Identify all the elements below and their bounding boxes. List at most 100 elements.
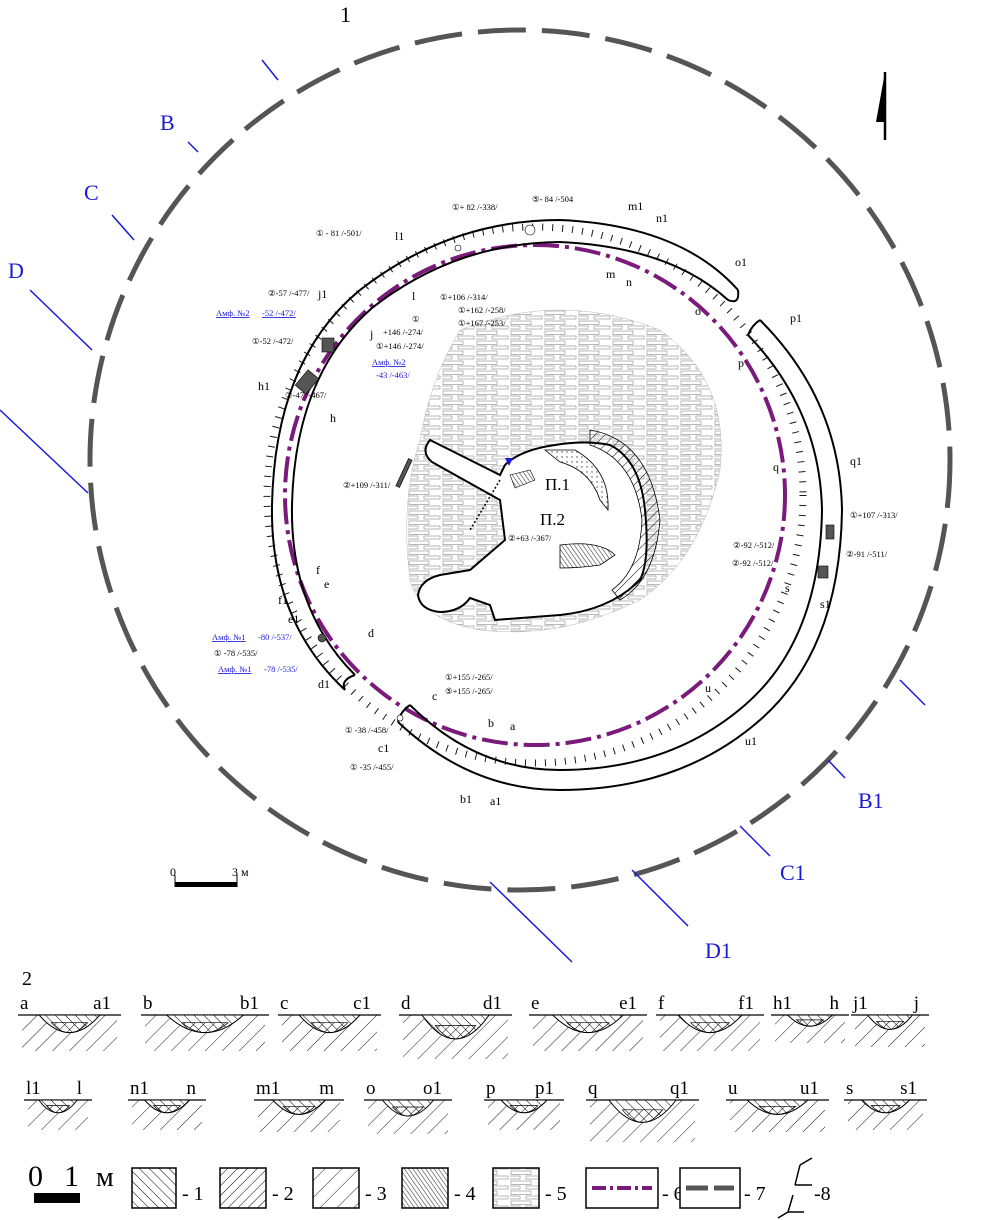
- find-label: ⑤- 84 /-504: [532, 194, 574, 204]
- profile-label-right: f1: [738, 993, 754, 1014]
- profile-label-right: c1: [353, 993, 371, 1014]
- profile-label-left: p: [486, 1078, 496, 1099]
- plan-scale-value: 3 м: [232, 865, 249, 879]
- profile-label-left: m1: [256, 1078, 280, 1099]
- legend-swatch-3: [312, 1167, 360, 1209]
- find-label: Амф. №2: [216, 308, 250, 318]
- mark-n1: n1: [656, 211, 668, 225]
- mark-f: f: [316, 563, 320, 577]
- profile-label-left: j1: [852, 993, 868, 1014]
- profile-label-left: s: [846, 1078, 853, 1099]
- section-label-d: D: [8, 258, 24, 283]
- profile-label-right: q1: [670, 1078, 689, 1099]
- mark-b: b: [488, 716, 494, 730]
- legend-label-2: - 2: [272, 1183, 294, 1205]
- mark-n: n: [626, 275, 632, 289]
- find-label: ① - 81 /-501/: [316, 228, 362, 238]
- find-label: ① -78 /-535/: [214, 648, 258, 658]
- mark-b1: b1: [460, 792, 472, 806]
- dotted-line: [469, 479, 501, 531]
- profile-ditch-core: [50, 1022, 89, 1033]
- ditch-axis-line: [283, 243, 787, 747]
- section-mark-labels: a1 a b1 b c1 c d1 d e1 e f1 f h1 h j1 j …: [258, 199, 862, 808]
- legend-label-7: - 7: [744, 1183, 766, 1205]
- legend-swatch-2: [219, 1167, 267, 1209]
- legend-label-4: - 4: [454, 1183, 476, 1205]
- pit-label-p2: П.2: [540, 510, 565, 529]
- profile-label-right: m: [319, 1078, 334, 1099]
- legend-swatch-5: [492, 1167, 540, 1209]
- find-label: ①: [412, 314, 420, 324]
- profile-label-right: e1: [619, 993, 637, 1014]
- profile-ditch-core: [875, 1020, 905, 1030]
- legend-label-5: - 5: [545, 1183, 567, 1205]
- mark-c1: c1: [378, 741, 389, 755]
- profile-ditch-core: [152, 1105, 182, 1114]
- profile-ditch-core: [391, 1106, 425, 1117]
- mark-c: c: [432, 689, 437, 703]
- legend-swatch-4: [401, 1167, 449, 1209]
- legend-label-6: - 6: [662, 1183, 684, 1205]
- find-markers: [294, 224, 835, 722]
- profile-section: p p1: [484, 1078, 564, 1130]
- find-label: ①-52 /-472/: [252, 336, 294, 346]
- find-label: ①+106 /-314/: [440, 292, 488, 302]
- find-label: ②-47 /-467/: [285, 390, 327, 400]
- profile-scale-one: 1: [64, 1160, 79, 1193]
- profile-section: s s1: [844, 1078, 927, 1130]
- profile-label-left: q: [588, 1078, 598, 1099]
- find-label: ①+167 /-253/: [458, 318, 506, 328]
- find-label: ①+155 /-265/: [445, 672, 493, 682]
- legend: - 1 - 2 - 3 - 4 - 5 - 6 - 7 -8: [131, 1157, 831, 1219]
- find-label: Амф. №1: [212, 632, 246, 642]
- profile-scale-zero: 0: [28, 1160, 43, 1193]
- plan-scale-zero: 0: [170, 865, 176, 879]
- profile-label-left: d: [401, 993, 411, 1014]
- profile-label-right: l: [77, 1078, 82, 1099]
- part-2-number: 2: [22, 968, 32, 990]
- mark-e: e: [324, 577, 329, 591]
- profile-ditch-core: [621, 1109, 664, 1123]
- mark-u: u: [705, 681, 711, 695]
- profile-label-right: s1: [900, 1078, 917, 1099]
- mark-o: o: [695, 304, 701, 318]
- profile-ditch-core: [689, 1022, 731, 1033]
- profile-label-right: p1: [535, 1078, 554, 1099]
- profile-ditch-core: [509, 1105, 539, 1114]
- find-label: -78 /-535/: [264, 664, 298, 674]
- mark-s: s: [785, 581, 790, 595]
- profile-ditch-core: [434, 1025, 477, 1040]
- profile-scale-bar: [34, 1193, 80, 1203]
- find-label: ②-57 /-477/: [268, 288, 310, 298]
- find-label: +146 /-274/: [383, 327, 424, 337]
- pit-label-p1: П.1: [545, 475, 570, 494]
- legend-label-1: - 1: [182, 1183, 204, 1205]
- find-label: Амф. №2: [372, 357, 406, 367]
- mark-m: m: [606, 267, 616, 281]
- profile-label-left: c: [280, 993, 288, 1014]
- section-label-c: C: [84, 180, 99, 205]
- find-label: ⑤+155 /-265/: [445, 686, 493, 696]
- find-label: -80 /-537/: [258, 632, 292, 642]
- find-label: ① -35 /-455/: [350, 762, 394, 772]
- profile-ditch-core: [795, 1019, 825, 1027]
- legend-swatch-8: [777, 1157, 813, 1219]
- find-label: ①+107 /-313/: [850, 510, 898, 520]
- north-arrow-icon: [876, 72, 887, 140]
- find-label: ①+146 /-274/: [376, 341, 424, 351]
- profile-label-right: j: [913, 993, 919, 1014]
- profile-section: c c1: [278, 993, 381, 1051]
- profile-label-left: a: [20, 993, 29, 1014]
- profile-label-left: u: [728, 1078, 738, 1099]
- mark-m1: m1: [628, 199, 643, 213]
- mark-q1: q1: [850, 454, 862, 468]
